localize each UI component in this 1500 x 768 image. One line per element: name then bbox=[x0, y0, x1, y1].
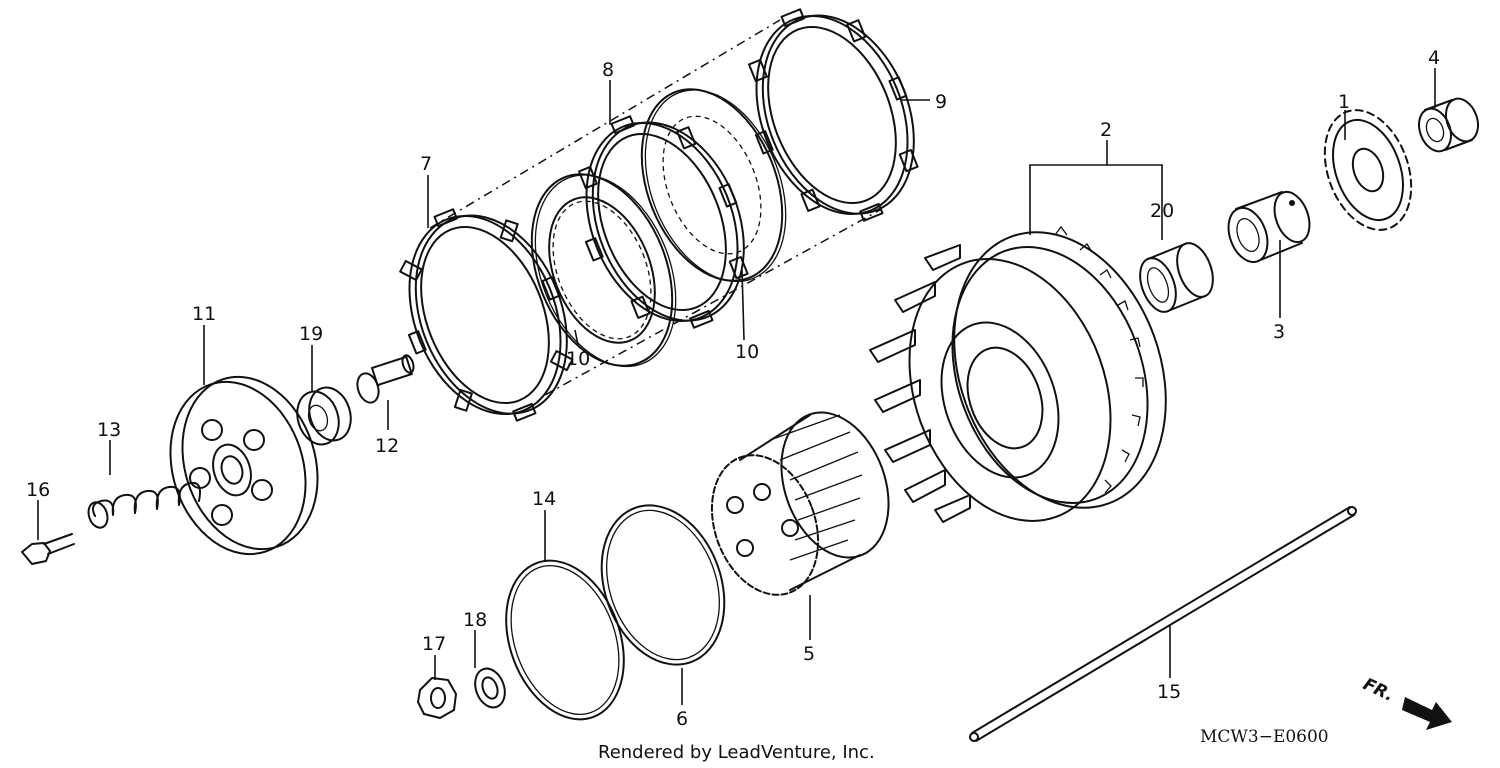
part-12-lifter-piece[interactable] bbox=[354, 354, 416, 405]
callout-3: 3 bbox=[1273, 321, 1285, 343]
part-6-ring[interactable] bbox=[580, 488, 745, 682]
part-13-clutch-spring[interactable] bbox=[85, 481, 201, 530]
front-direction-marker: FR. bbox=[1360, 674, 1452, 730]
callout-15: 15 bbox=[1157, 681, 1181, 703]
part-9-friction-disc[interactable] bbox=[718, 0, 943, 246]
callout-8: 8 bbox=[602, 59, 614, 81]
callout-10b: 10 bbox=[735, 341, 759, 363]
part-5-clutch-center[interactable] bbox=[693, 397, 907, 609]
front-arrow-icon bbox=[1402, 697, 1452, 730]
callout-20: 20 bbox=[1150, 200, 1174, 222]
part-18-washer[interactable] bbox=[470, 664, 510, 711]
callout-4: 4 bbox=[1428, 47, 1440, 69]
part-19-ball-bearing[interactable] bbox=[291, 382, 358, 450]
credit-text: Rendered by LeadVenture, Inc. bbox=[598, 742, 875, 763]
part-10-clutch-plate-rear[interactable] bbox=[615, 67, 812, 303]
part-16-bolt[interactable] bbox=[21, 533, 75, 565]
part-17-lock-nut[interactable] bbox=[417, 677, 457, 719]
callout-5: 5 bbox=[803, 643, 815, 665]
part-2-clutch-outer[interactable] bbox=[869, 202, 1203, 549]
callout-16: 16 bbox=[26, 479, 50, 501]
callout-13: 13 bbox=[97, 419, 121, 441]
callout-7: 7 bbox=[420, 153, 432, 175]
part-7-friction-disc[interactable] bbox=[371, 185, 596, 447]
leader-lines bbox=[37, 68, 1436, 705]
callout-19: 19 bbox=[299, 323, 323, 345]
callout-6: 6 bbox=[676, 708, 688, 730]
part-8-friction-disc[interactable] bbox=[548, 92, 773, 354]
callout-1: 1 bbox=[1338, 91, 1350, 113]
callout-10a: 10 bbox=[566, 348, 590, 370]
callout-9: 9 bbox=[935, 91, 947, 113]
callout-11: 11 bbox=[192, 303, 216, 325]
callout-numbers: 1 2 3 4 5 6 7 8 9 10 10 11 12 13 14 15 1… bbox=[26, 47, 1440, 730]
callout-14: 14 bbox=[532, 488, 556, 510]
callout-2: 2 bbox=[1100, 119, 1112, 141]
part-15-push-rod[interactable] bbox=[969, 506, 1357, 742]
part-1-oil-pump-drive-sprocket[interactable] bbox=[1309, 98, 1427, 242]
callout-12: 12 bbox=[375, 435, 399, 457]
front-label: FR. bbox=[1360, 674, 1397, 705]
callout-18: 18 bbox=[463, 609, 487, 631]
callout-17: 17 bbox=[422, 633, 446, 655]
part-10-clutch-plate-front[interactable] bbox=[505, 152, 702, 388]
part-4-spacer[interactable] bbox=[1413, 94, 1483, 156]
part-20-needle-bearing[interactable] bbox=[1133, 238, 1219, 317]
diagram-code: MCW3−E0600 bbox=[1200, 727, 1329, 747]
part-14-o-ring[interactable] bbox=[485, 544, 644, 736]
part-3-collar[interactable] bbox=[1222, 187, 1316, 267]
assembly-guide-lines bbox=[429, 19, 881, 396]
